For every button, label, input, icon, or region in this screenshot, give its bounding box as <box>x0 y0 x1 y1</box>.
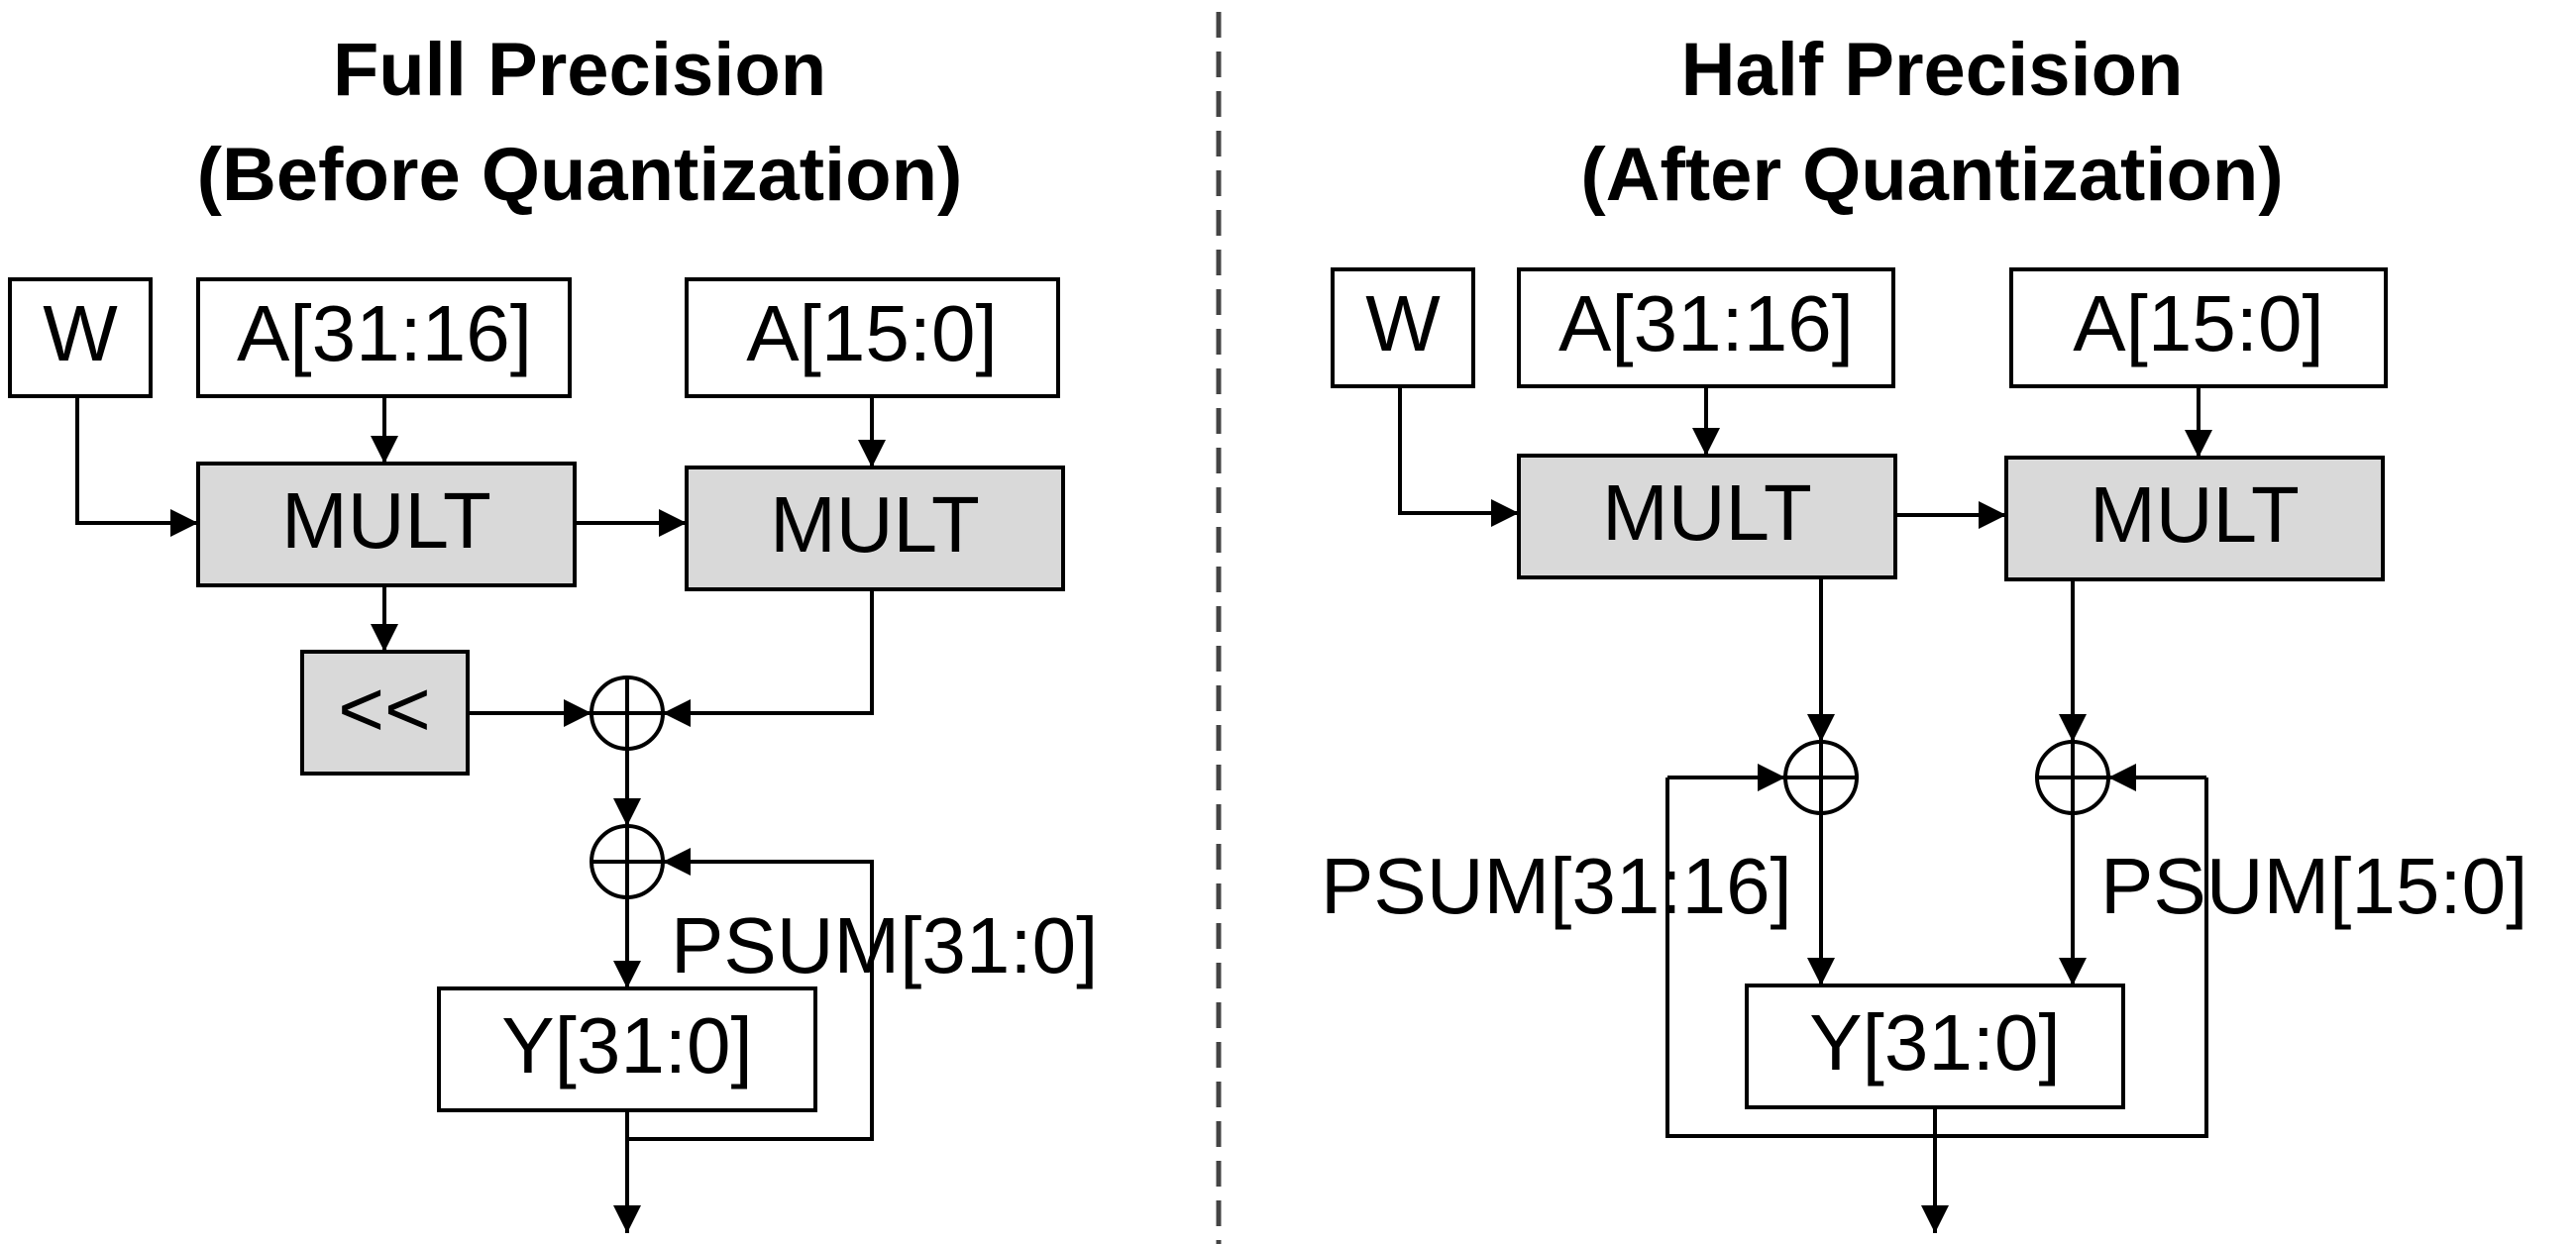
left-a-low-label: A[15:0] <box>746 289 998 377</box>
right-w-label: W <box>1365 279 1441 367</box>
left-adder-2 <box>590 824 665 899</box>
right-mult1-label: MULT <box>1602 468 1812 557</box>
right-wires <box>1398 386 2212 1233</box>
left-y-label: Y[31:0] <box>501 1001 753 1089</box>
left-title-line2: (Before Quantization) <box>197 133 963 217</box>
left-psum-label: PSUM[31:0] <box>671 901 1098 989</box>
right-adder-high <box>1783 740 1859 815</box>
right-a-high-label: A[31:16] <box>1558 279 1854 367</box>
right-a-high-box <box>1517 267 1895 388</box>
left-wires <box>75 396 886 1233</box>
left-mult2-label: MULT <box>770 480 980 569</box>
left-adder-1 <box>590 675 665 751</box>
right-title-line1: Half Precision <box>1681 28 2184 112</box>
left-a-high-box <box>196 277 572 398</box>
right-adder-low <box>2035 740 2110 815</box>
left-w-label: W <box>43 289 118 377</box>
right-w-box <box>1331 267 1475 388</box>
full-precision-panel: Full Precision (Before Quantization) W A… <box>8 28 1098 1233</box>
right-mult1-box <box>1517 454 1897 579</box>
left-w-box <box>8 277 153 398</box>
left-a-high-label: A[31:16] <box>237 289 532 377</box>
right-y-label: Y[31:0] <box>1809 998 2061 1087</box>
half-precision-panel: Half Precision (After Quantization) W A[… <box>1321 28 2527 1233</box>
right-title-line2: (After Quantization) <box>1580 133 2283 217</box>
right-y-box <box>1745 984 2125 1109</box>
left-title-line1: Full Precision <box>333 28 826 112</box>
right-mult2-box <box>2004 456 2385 581</box>
left-mult2-box <box>685 466 1065 591</box>
right-a-low-label: A[15:0] <box>2073 279 2324 367</box>
right-psum-low-label: PSUM[15:0] <box>2100 842 2527 930</box>
left-shift-label: << <box>338 665 430 753</box>
right-psum-high-label: PSUM[31:16] <box>1321 842 1792 930</box>
left-mult1-label: MULT <box>281 476 491 565</box>
right-mult2-label: MULT <box>2090 470 2300 559</box>
